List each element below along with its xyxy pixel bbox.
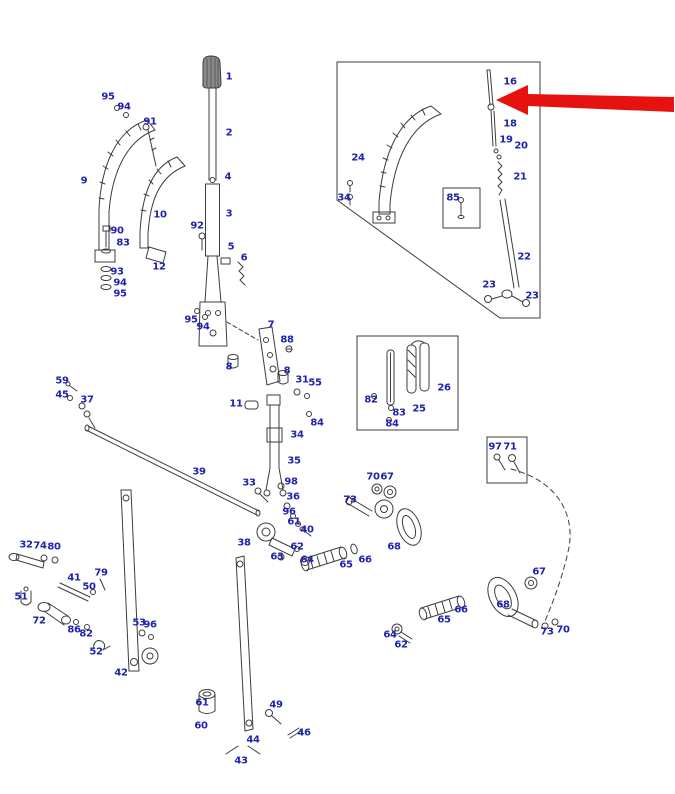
dashed-routing-curve — [510, 468, 571, 622]
quadrant-plate-inner — [139, 156, 186, 249]
spring-cylinder-lower — [418, 595, 466, 621]
quadrant-plate-outer — [94, 119, 156, 263]
gear-lever-shaft — [198, 87, 259, 347]
bushing-60-61 — [198, 689, 216, 714]
red-callout-arrow — [496, 85, 674, 115]
detail-box-bolts — [486, 436, 528, 484]
rod-39 — [84, 424, 261, 517]
inset-rod-assembly — [484, 69, 530, 307]
hardware-top-left — [114, 105, 157, 167]
sleeve-11 — [244, 400, 259, 410]
detail-bolt-parts — [493, 453, 521, 474]
inset-pin-85 — [457, 197, 465, 219]
ball-joint-lower — [391, 623, 413, 644]
inset-panel-outline — [336, 61, 541, 319]
pivot-cluster-38 — [256, 502, 312, 566]
inset-quadrant-24 — [372, 105, 442, 224]
hardware-98-33 — [254, 482, 285, 503]
nut-stack-93-94-95 — [100, 266, 112, 290]
bolt-90-83 — [101, 225, 111, 254]
bushings-8 — [227, 354, 289, 385]
spacer-12 — [145, 246, 167, 264]
link-rod-34-35 — [263, 394, 287, 497]
bolt-92 — [198, 232, 206, 251]
bracket-7 — [258, 326, 293, 386]
bar-42 — [120, 489, 140, 672]
cluster-lower-left — [8, 553, 159, 665]
detail-box-linkage — [356, 335, 459, 431]
gear-knob — [202, 55, 222, 89]
washers-mid — [194, 308, 208, 320]
crank-upper-right — [345, 483, 422, 546]
pin-and-spring — [220, 257, 246, 286]
crank-lower-right — [487, 576, 559, 630]
spring-cylinder-upper — [300, 543, 358, 572]
link-bar-44 — [225, 555, 302, 755]
washers-31-55-84 — [293, 388, 312, 417]
diagram-lines — [8, 55, 571, 755]
hardware-59-45-37 — [65, 381, 96, 429]
detail-box-pin-85 — [442, 187, 481, 229]
detail-linkage-parts — [371, 340, 430, 423]
inset-bolts-34 — [347, 180, 353, 206]
